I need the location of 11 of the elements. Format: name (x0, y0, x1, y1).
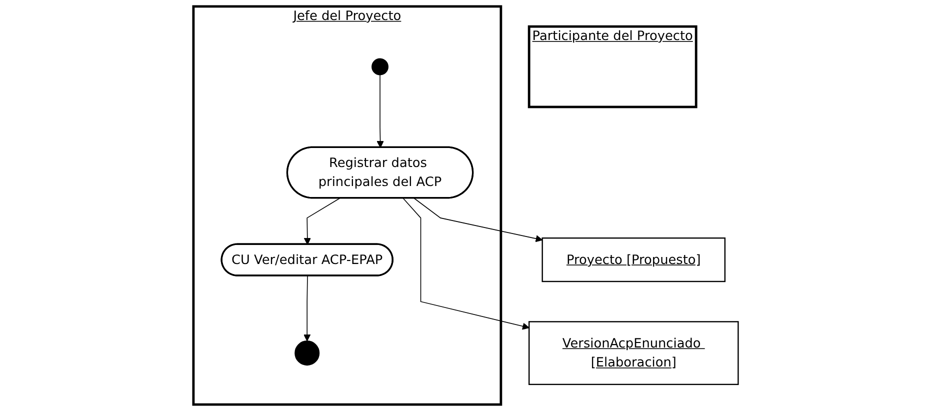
arrow (303, 275, 310, 342)
node-bullseye (294, 340, 320, 366)
node-box (528, 321, 738, 386)
node-box (541, 237, 726, 282)
node-circle (371, 58, 388, 76)
node-box (528, 25, 697, 108)
arrow (413, 198, 542, 242)
cluster (192, 5, 502, 406)
arrow (402, 198, 530, 330)
arrow (304, 198, 340, 245)
arrow (376, 74, 384, 148)
